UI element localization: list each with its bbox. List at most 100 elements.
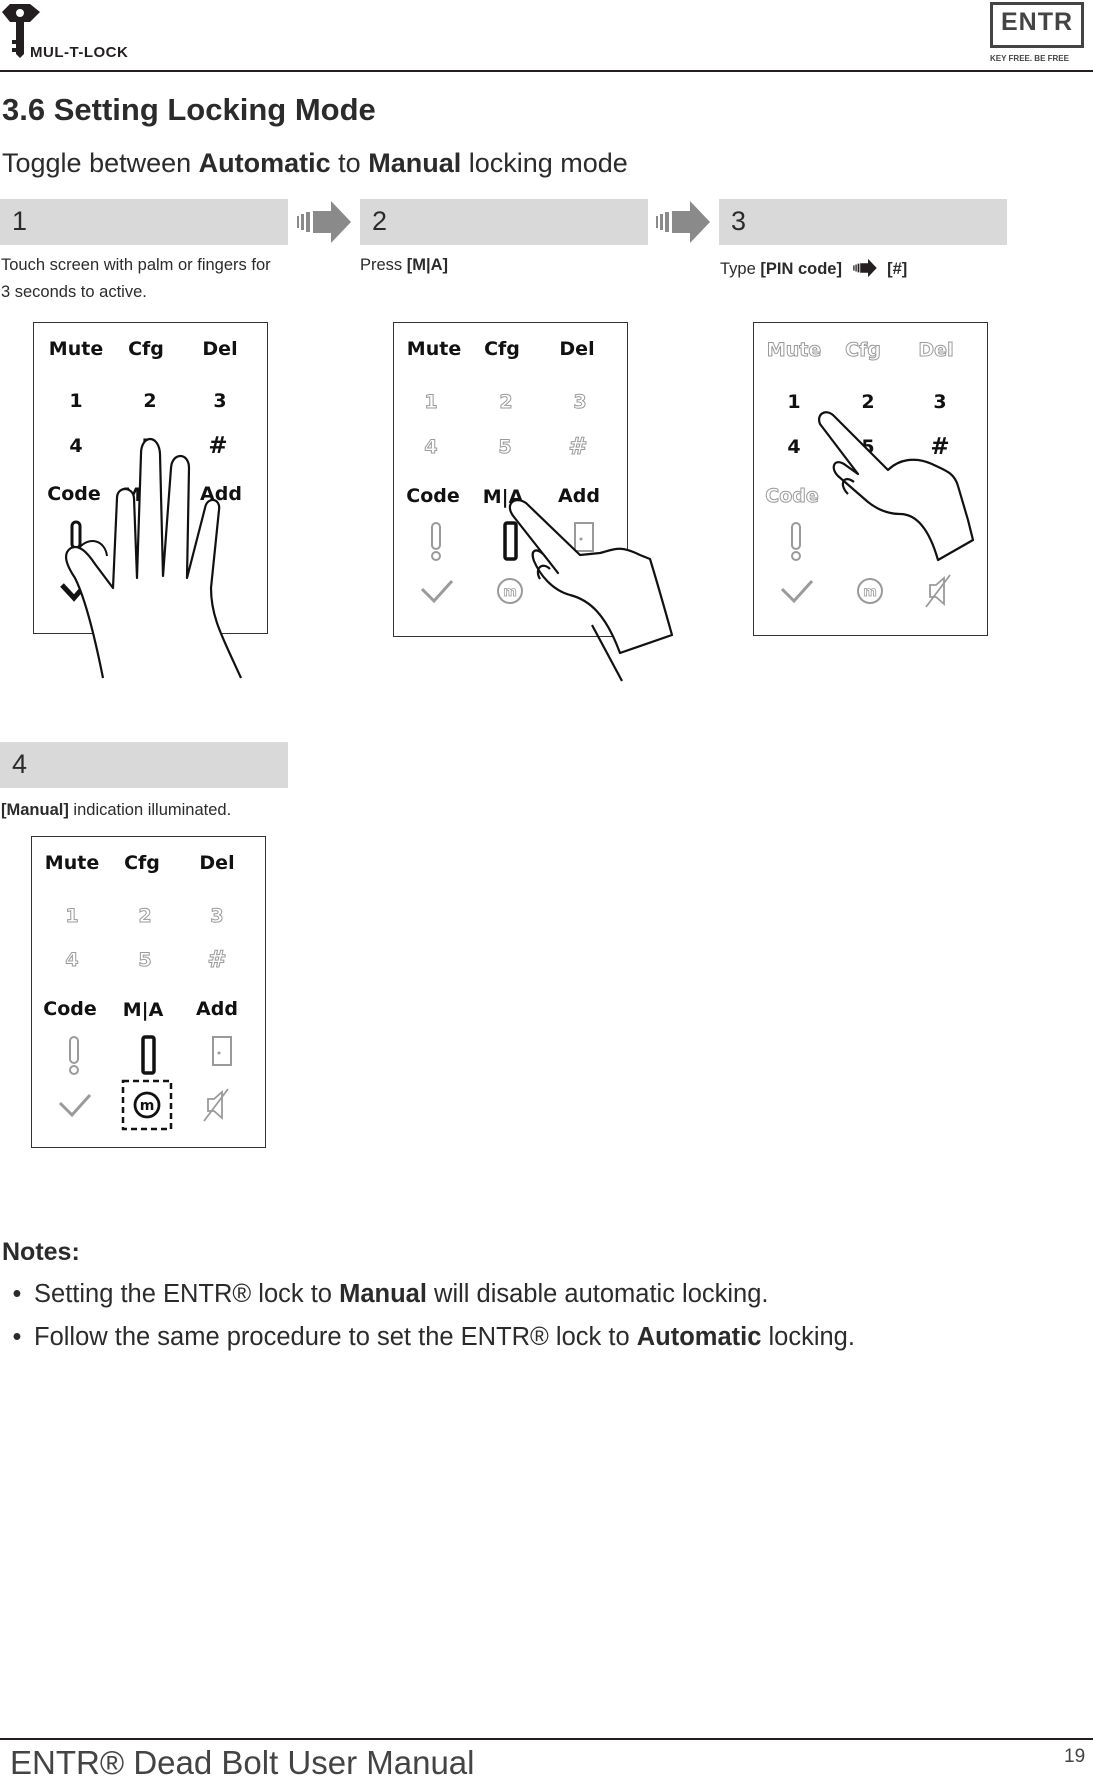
step-number-1: 1: [12, 206, 28, 236]
key-mute: Mute: [406, 338, 462, 360]
m-circle-icon: m: [133, 1091, 161, 1119]
door-icon: [574, 522, 594, 552]
entr-tagline: KEY FREE. BE FREE: [990, 54, 1069, 63]
footer-title: ENTR® Dead Bolt User Manual: [10, 1744, 475, 1781]
battery-icon: [141, 1035, 156, 1075]
key-4: 4: [424, 436, 438, 459]
key-cfg: Cfg: [845, 339, 882, 362]
step-1-caption-line2: 3 seconds to active.: [1, 283, 147, 301]
step-2-caption: Press [M|A]: [360, 252, 448, 279]
key-1: 1: [65, 905, 79, 928]
step-3-caption-key1: [PIN code]: [760, 260, 842, 278]
intro-mid: to: [330, 148, 369, 178]
alert-icon: [791, 522, 801, 561]
key-2: 2: [861, 391, 875, 413]
mul-t-lock-logo: MUL-T-LOCK: [0, 0, 170, 68]
m-circle-icon: m: [497, 578, 523, 604]
key-cfg: Cfg: [484, 338, 520, 360]
arrow-right-icon: [852, 258, 877, 278]
step-bar-1: 1: [0, 199, 288, 245]
intro-text: Toggle between Automatic to Manual locki…: [2, 148, 628, 179]
arrow-right-icon: [297, 201, 351, 243]
step-number-2: 2: [372, 206, 388, 236]
svg-text:m: m: [503, 585, 517, 600]
key-2: 2: [143, 390, 157, 412]
keypad-3-icons: m: [780, 522, 951, 608]
keypad-4-icons: m: [58, 1035, 232, 1131]
key-5: 5: [138, 949, 152, 972]
svg-text:m: m: [863, 585, 877, 600]
svg-text:m: m: [140, 1098, 155, 1114]
step-3-caption-prefix: Type: [720, 260, 761, 278]
key-code: Code: [406, 485, 460, 507]
key-4: 4: [69, 435, 83, 457]
key-hash: #: [208, 433, 228, 459]
mul-t-lock-key-icon: [2, 4, 40, 58]
header-rule: [0, 70, 1093, 72]
alert-icon: [69, 1036, 79, 1075]
key-add: Add: [558, 485, 600, 507]
key-mute: Mute: [48, 338, 104, 360]
m-circle-icon: m: [857, 578, 883, 604]
key-del: Del: [559, 338, 595, 360]
key-3: 3: [213, 390, 227, 412]
brand-logo-text: MUL-T-LOCK: [30, 44, 129, 61]
intro-before: Toggle between: [2, 148, 199, 178]
step-2-caption-prefix: Press: [360, 256, 407, 274]
key-code: Code: [765, 485, 819, 508]
key-ma: M|A: [122, 999, 164, 1021]
step-3-caption: Type [PIN code] [#]: [720, 256, 907, 283]
note-1-after: will disable automatic locking.: [426, 1280, 769, 1308]
door-icon: [212, 1036, 232, 1066]
note-2-before: Follow the same procedure to set the ENT…: [34, 1323, 637, 1351]
highlight-box: [121, 1079, 173, 1131]
hand-icon: [818, 411, 975, 562]
key-mute: Mute: [44, 852, 100, 874]
key-code: Code: [43, 998, 97, 1020]
step-number-3: 3: [731, 206, 747, 236]
key-hash: #: [568, 434, 588, 461]
key-cfg: Cfg: [124, 852, 160, 874]
key-hash: #: [207, 947, 227, 974]
key-3: 3: [933, 391, 947, 413]
step-number-4: 4: [12, 749, 28, 779]
key-code: Code: [47, 483, 101, 505]
check-icon: [780, 579, 814, 604]
alert-icon: [431, 522, 441, 561]
entr-logo: ENTR KEY FREE. BE FREE: [990, 2, 1088, 66]
key-del: Del: [202, 338, 238, 360]
step-4-caption-key: [Manual]: [1, 801, 69, 819]
key-del: Del: [199, 852, 235, 874]
intro-after: locking mode: [461, 148, 628, 178]
battery-icon: [503, 521, 518, 561]
footer-rule: [0, 1738, 1093, 1740]
key-4: 4: [787, 436, 801, 458]
note-item-2: • Follow the same procedure to set the EN…: [0, 1323, 855, 1352]
key-del: Del: [918, 339, 954, 362]
key-1: 1: [787, 391, 801, 413]
bullet: •: [12, 1323, 22, 1351]
key-4: 4: [65, 949, 79, 972]
key-3: 3: [210, 905, 224, 928]
step-2-caption-key: [M|A]: [406, 256, 449, 274]
mute-speaker-icon: [203, 1088, 229, 1122]
check-icon: [420, 579, 454, 604]
note-2-after: locking.: [761, 1323, 855, 1351]
hand-icon: [65, 437, 243, 679]
check-icon: [58, 1093, 92, 1118]
notes-title: Notes:: [2, 1238, 80, 1266]
mute-speaker-icon: [925, 574, 951, 608]
key-2: 2: [499, 391, 513, 414]
key-mute: Mute: [766, 339, 822, 362]
hand-icon: [508, 499, 674, 682]
note-2-bold: Automatic: [636, 1323, 762, 1351]
intro-manual: Manual: [368, 148, 462, 178]
key-cfg: Cfg: [128, 338, 164, 360]
step-3-caption-key2: [#]: [887, 260, 908, 278]
key-3: 3: [573, 391, 587, 414]
note-1-before: Setting the ENTR® lock to: [34, 1280, 340, 1308]
note-1-bold: Manual: [339, 1280, 427, 1308]
keypad-2-icons: m: [420, 521, 594, 604]
key-hash: #: [930, 434, 950, 460]
key-1: 1: [424, 391, 438, 414]
